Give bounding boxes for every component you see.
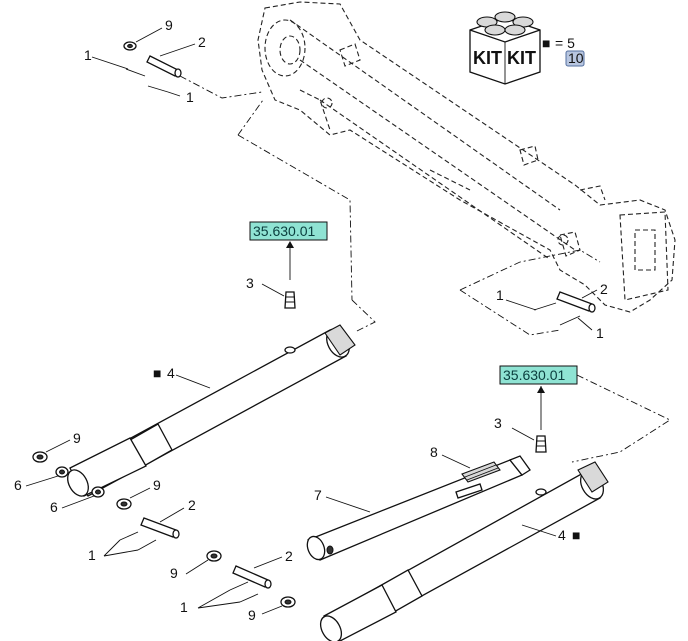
kit-box-icon: KIT KIT xyxy=(469,11,541,85)
callout-9a: 9 xyxy=(165,17,173,33)
washers-left xyxy=(32,451,132,510)
callout-7: 7 xyxy=(314,487,322,503)
callout-2c: 2 xyxy=(600,281,608,297)
pin-group-bottom xyxy=(206,550,296,608)
axle-housing xyxy=(257,1,676,313)
callout-4a: 4 xyxy=(167,365,175,381)
callout-9c: 9 xyxy=(153,477,161,493)
callout-3b: 3 xyxy=(494,415,502,431)
callout-1d: 1 xyxy=(496,287,504,303)
kit-equals: = 5 xyxy=(555,35,575,51)
ref-box-left[interactable] xyxy=(249,221,328,241)
kit-word-right: KIT xyxy=(507,48,536,68)
callout-1f: 1 xyxy=(180,599,188,615)
kit-quantity: 10 xyxy=(568,50,584,66)
callout-9b: 9 xyxy=(73,430,81,446)
mark-4b: ■ xyxy=(572,527,580,543)
ref-label-left[interactable]: 35.630.01 xyxy=(253,223,315,239)
callout-9d: 9 xyxy=(170,565,178,581)
callout-4b: 4 xyxy=(558,527,566,543)
callout-2a: 2 xyxy=(198,34,206,50)
cylinder-right xyxy=(319,461,609,641)
mark-4a: ■ xyxy=(153,365,161,381)
callout-1c: 1 xyxy=(88,547,96,563)
callout-2d: 2 xyxy=(285,548,293,564)
kit-quantity-box xyxy=(565,50,585,67)
pin-group-right xyxy=(533,291,596,326)
callout-1a: 1 xyxy=(84,47,92,63)
kit-symbol: ■ xyxy=(542,35,550,51)
ref-label-right[interactable]: 35.630.01 xyxy=(503,367,565,383)
callout-6a: 6 xyxy=(14,477,22,493)
grease-nipple-right xyxy=(535,435,547,453)
callout-1b: 1 xyxy=(186,89,194,105)
pin-group-top-left xyxy=(123,41,263,99)
kit-word-left: KIT xyxy=(473,48,502,68)
callout-3a: 3 xyxy=(246,275,254,291)
callout-9e: 9 xyxy=(248,607,256,623)
callout-2b: 2 xyxy=(188,497,196,513)
pin-group-middle-left xyxy=(119,517,180,551)
drawbar xyxy=(306,455,531,561)
callout-6b: 6 xyxy=(50,499,58,515)
callout-1e: 1 xyxy=(596,325,604,341)
grease-nipple-left xyxy=(284,291,296,309)
callout-8: 8 xyxy=(430,444,438,460)
cylinder-left xyxy=(67,324,356,497)
